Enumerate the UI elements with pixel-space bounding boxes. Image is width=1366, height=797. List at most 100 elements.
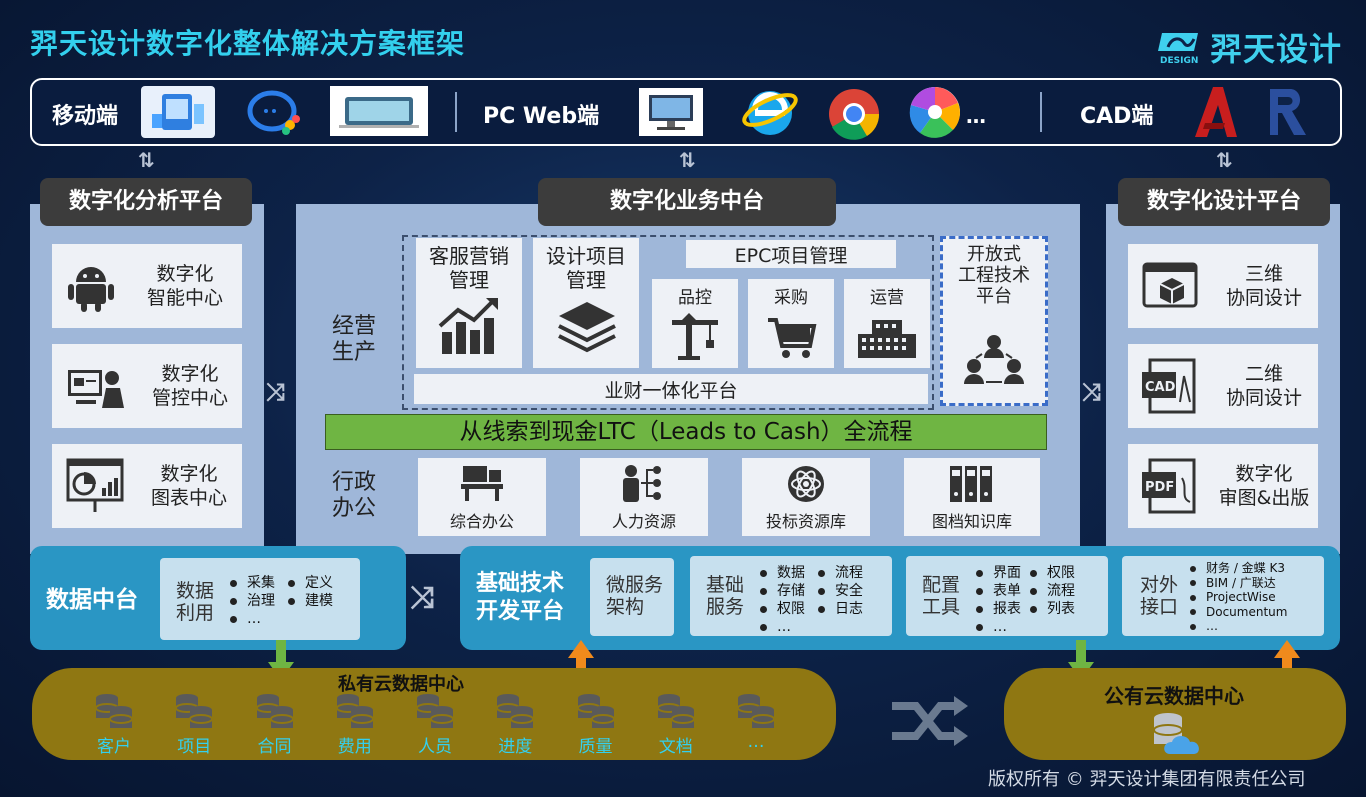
epc-project-management-title[interactable]: EPC项目管理 [686, 240, 896, 268]
list-item: 财务 / 金蝶 K3 [1190, 561, 1287, 576]
shopping-cart-icon [768, 318, 817, 358]
config-tools-label: 配置工具 [922, 574, 961, 618]
list-item: Documentum [1190, 605, 1287, 620]
list-item: 安全 [818, 582, 863, 600]
bidirectional-connector-icon: ⇅ [1216, 148, 1233, 172]
datastore-label: 费用 [337, 737, 372, 757]
analysis-card-charts[interactable]: 数字化图表中心 [52, 444, 242, 528]
office-buildings-icon [858, 320, 916, 358]
chrome-browser-icon [826, 86, 882, 142]
datastore-label: 质量 [578, 737, 613, 757]
design-card-review-publish[interactable]: PDF 数字化审图&出版 [1128, 444, 1318, 528]
list-item: … [976, 618, 1021, 636]
analysis-platform-title: 数字化分析平台 [40, 178, 252, 226]
more-ellipsis: … [966, 104, 986, 128]
database-icon [576, 694, 615, 728]
data-utilization-box[interactable] [160, 558, 360, 640]
analysis-card-control[interactable]: 数字化管控中心 [52, 344, 242, 428]
list-item: 定义 [288, 574, 333, 592]
list-item: 报表 [976, 600, 1021, 618]
copyright-text: 版权所有 © 羿天设计集团有限责任公司 [988, 769, 1306, 790]
design-card-3d[interactable]: 三维协同设计 [1128, 244, 1318, 328]
public-cloud-title: 公有云数据中心 [1104, 684, 1244, 708]
org-chart-person-icon [623, 465, 661, 502]
datastore-label: 文档 [658, 737, 693, 757]
database-icon [255, 694, 294, 728]
list-item: BIM / 广联达 [1190, 576, 1287, 591]
epc-procurement-card[interactable]: 采购 [748, 279, 834, 368]
datastore-item[interactable]: 人员 [411, 692, 459, 757]
analysis-card-intelligence[interactable]: 数字化智能中心 [52, 244, 242, 328]
datastore-label: 合同 [257, 737, 292, 757]
admin-general-office-card[interactable]: 综合办公 [418, 458, 546, 536]
basic-services-label: 基础服务 [706, 574, 745, 618]
datastore-item[interactable]: 项目 [170, 692, 218, 757]
list-item: 流程 [1030, 582, 1075, 600]
card-label: 客服营销管理 [429, 244, 509, 292]
admin-bidding-library-card[interactable]: 投标资源库 [742, 458, 870, 536]
basic-services-box[interactable] [690, 556, 892, 636]
list-item: 存储 [760, 582, 805, 600]
private-cloud-title: 私有云数据中心 [338, 674, 464, 695]
divider [455, 92, 457, 132]
desktop-computer-icon [639, 88, 703, 136]
list-item: 界面 [976, 564, 1021, 582]
datastore-label: 客户 [97, 737, 131, 757]
epc-operations-card[interactable]: 运营 [844, 279, 930, 368]
data-utilization-label: 数据利用 [176, 580, 215, 624]
3d-window-icon [1142, 262, 1198, 308]
epc-quality-control-card[interactable]: 品控 [652, 279, 738, 368]
datastore-item[interactable]: … [732, 692, 780, 757]
binders-archive-icon [950, 466, 992, 502]
microservice-box[interactable] [590, 558, 674, 636]
list-item: 治理 [230, 592, 275, 610]
revit-icon [1262, 86, 1312, 138]
ltc-process-banner[interactable]: 从线索到现金LTC（Leads to Cash）全流程 [325, 414, 1047, 450]
microservice-label: 微服务架构 [606, 574, 664, 618]
database-icon [95, 694, 133, 728]
datastore-item[interactable]: 文档 [652, 692, 700, 757]
admin-human-resources-card[interactable]: 人力资源 [580, 458, 708, 536]
svg-text:PDF: PDF [1145, 480, 1174, 495]
datastore-item[interactable]: 合同 [251, 692, 299, 757]
team-network-icon [964, 335, 1024, 384]
config-tools-list-2: 权限 流程 列表 [1030, 564, 1075, 618]
open-engineering-platform-card[interactable] [940, 236, 1048, 406]
database-icon [496, 694, 535, 728]
config-tools-box[interactable] [906, 556, 1108, 636]
datastore-item[interactable]: 费用 [331, 692, 379, 757]
admin-archive-knowledge-card[interactable]: 图档知识库 [904, 458, 1040, 536]
card-label: 综合办公 [449, 512, 514, 531]
data-utilization-list-2: 定义 建模 [288, 574, 333, 610]
design-project-management-card[interactable]: 设计项目管理 [533, 238, 639, 368]
pc-web-label: PC Web端 [483, 104, 600, 129]
tablet-icon [330, 86, 428, 136]
mobile-dashboard-icon [141, 86, 215, 138]
section-label-admin: 行政办公 [332, 470, 377, 521]
datastore-item[interactable]: 进度 [491, 692, 539, 757]
list-item: ProjectWise [1190, 590, 1287, 605]
database-icon [416, 694, 454, 728]
private-cloud-items: 客户 项目 合同 费用 人员进度质量 文档 … [90, 692, 780, 757]
card-label: 图档知识库 [931, 512, 1012, 531]
list-item: … [230, 610, 275, 628]
ie-browser-icon [740, 84, 800, 140]
android-icon [68, 267, 114, 312]
datastore-item[interactable]: 质量 [572, 692, 620, 757]
design-card-2d[interactable]: CAD 二维协同设计 [1128, 344, 1318, 428]
divider [1040, 92, 1042, 132]
datastore-label: 项目 [177, 737, 212, 757]
growth-bar-chart-icon [438, 298, 498, 354]
datastore-item[interactable]: 客户 [90, 692, 138, 757]
external-interface-box[interactable] [1122, 556, 1324, 636]
list-item: 表单 [976, 582, 1021, 600]
design-platform-title: 数字化设计平台 [1118, 178, 1330, 226]
shuffle-connector-icon: ⤨ [1082, 378, 1102, 406]
list-item: 权限 [1030, 564, 1075, 582]
finance-integration-platform[interactable]: 业财一体化平台 [414, 374, 928, 404]
list-item: 权限 [760, 600, 805, 618]
list-item: … [1190, 619, 1287, 634]
chat-app-icon [244, 86, 306, 138]
marketing-management-card[interactable]: 客服营销管理 [416, 238, 522, 368]
list-item: … [760, 618, 805, 636]
